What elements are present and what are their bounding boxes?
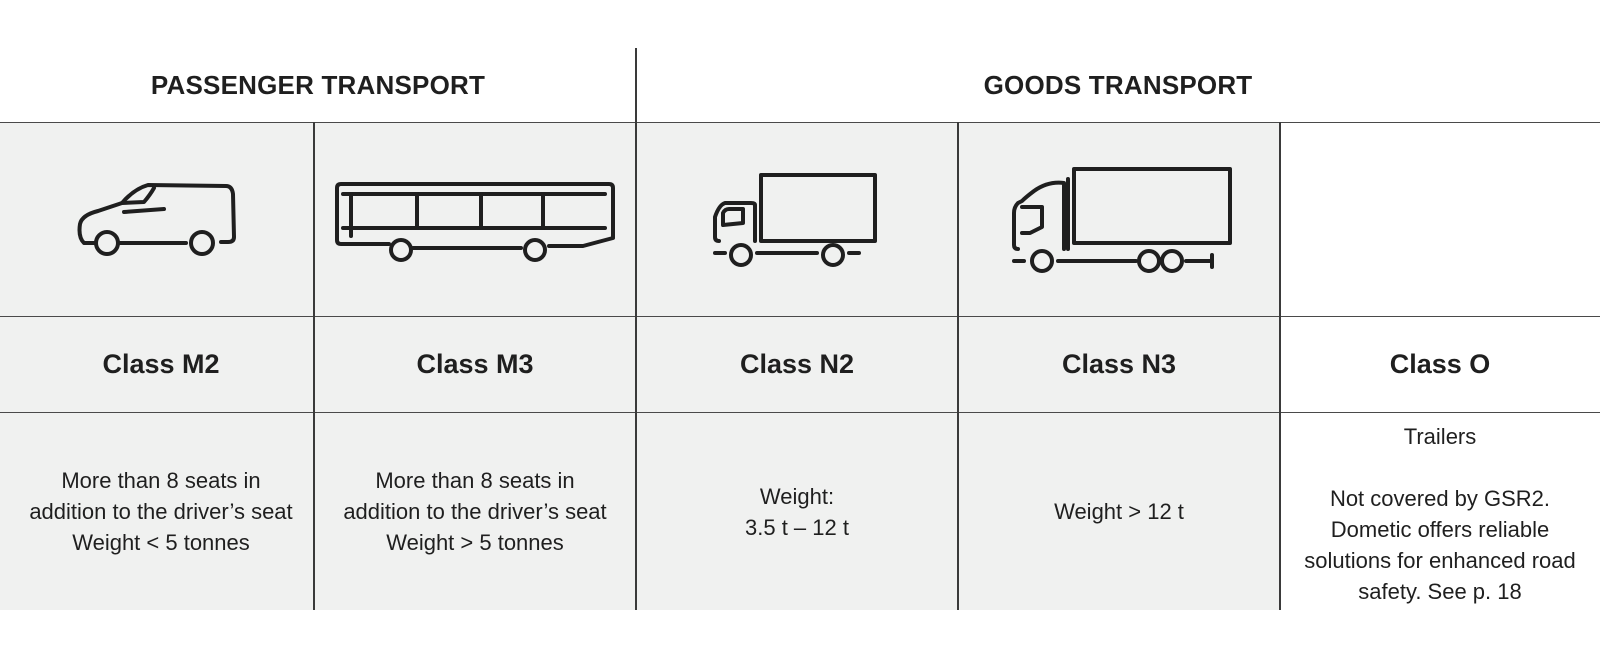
van-icon [77, 183, 236, 256]
column-divider [313, 122, 315, 610]
column-divider [957, 122, 959, 610]
passenger-transport-heading: PASSENGER TRANSPORT [150, 69, 486, 100]
icon-cell [636, 122, 958, 316]
description-line: Not covered by GSR2. [1329, 486, 1551, 511]
bus-icon [335, 182, 615, 262]
column-n2: Class N2 Weight: 3.5 t – 12 t [636, 122, 958, 610]
medium-truck-icon [713, 173, 877, 267]
description-line: Weight < 5 tonnes [72, 530, 250, 555]
column-divider [1279, 122, 1281, 610]
class-description: More than 8 seats in addition to the dri… [314, 413, 636, 610]
column-m3: Class M3 More than 8 seats in addition t… [314, 122, 636, 610]
class-description: More than 8 seats in addition to the dri… [0, 413, 322, 610]
icon-cell-empty [1280, 122, 1600, 316]
description-line: More than 8 seats in [375, 468, 575, 493]
class-label: Class N2 [739, 349, 855, 379]
column-divider [635, 122, 637, 610]
horizontal-rule [0, 412, 1600, 413]
goods-transport-heading: GOODS TRANSPORT [983, 69, 1253, 100]
column-m2: Class M2 More than 8 seats in addition t… [0, 122, 322, 610]
icon-cell [958, 122, 1280, 316]
class-label: Class N3 [1061, 349, 1177, 379]
heavy-truck-icon [1012, 167, 1232, 273]
class-label: Class O [1389, 349, 1491, 379]
description-line: Weight > 12 t [1054, 499, 1184, 524]
description-line: Weight > 5 tonnes [386, 530, 564, 555]
class-description: Weight > 12 t [958, 413, 1280, 610]
description-line: Weight: [759, 483, 835, 509]
horizontal-rule [0, 122, 1600, 123]
icon-cell [0, 122, 322, 316]
description-title: Trailers [1403, 424, 1477, 449]
description-line: More than 8 seats in [61, 468, 261, 493]
class-label: Class M3 [416, 349, 534, 379]
description-line: 3.5 t – 12 t [745, 514, 849, 540]
class-description: Weight: 3.5 t – 12 t [636, 413, 958, 610]
description-line: safety. See p. 18 [1358, 579, 1522, 604]
description-line: addition to the driver’s seat [343, 499, 607, 524]
icon-cell [314, 122, 636, 316]
horizontal-rule [0, 316, 1600, 317]
description-line: solutions for enhanced road [1304, 548, 1576, 573]
description-line: addition to the driver’s seat [29, 499, 293, 524]
description-line: Dometic offers reliable [1330, 517, 1550, 542]
class-description: Trailers Not covered by GSR2. Dometic of… [1280, 413, 1600, 610]
column-o: Class O Trailers Not covered by GSR2. Do… [1280, 122, 1600, 610]
class-label: Class M2 [102, 349, 220, 379]
group-divider [635, 48, 637, 122]
column-n3: Class N3 Weight > 12 t [958, 122, 1280, 610]
